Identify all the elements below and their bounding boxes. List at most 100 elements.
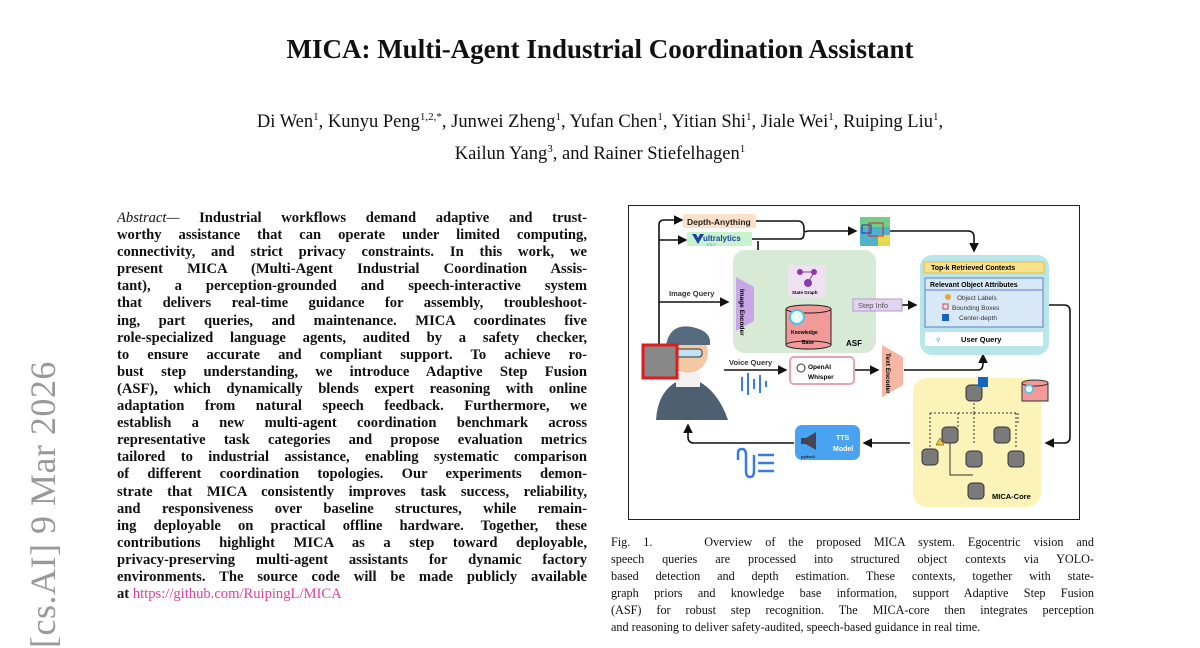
image-encoder-block — [736, 277, 754, 331]
asf-panel — [733, 250, 876, 353]
and-word: and — [562, 144, 589, 165]
search-icon: ⚲ — [936, 337, 940, 344]
author-line-1: Di Wen1, Kunyu Peng1,2,*, Junwei Zheng1,… — [256, 111, 944, 133]
openai-label: OpenAI — [808, 364, 831, 371]
author: Kunyu Peng — [327, 112, 420, 133]
abstract-line: present MICA (Multi-Agent Industrial Coo… — [117, 261, 587, 278]
author-line-2: Kailun Yang3, and Rainer Stiefelhagen1 — [454, 143, 746, 165]
affiliation: 1 — [313, 111, 319, 123]
abstract-line: worthy assistance that can operate under… — [117, 227, 587, 244]
caption-line: Fig. 1. Overview of the proposed MICA sy… — [611, 534, 1094, 551]
topk-label: Top-k Retrieved Contexts — [931, 265, 1015, 272]
bbox-icon — [942, 303, 949, 310]
speaker-icon — [801, 432, 816, 450]
abstract-line: to ensure accurate and compliant support… — [117, 346, 587, 363]
tts-box — [795, 425, 860, 460]
abstract-line: tant), a perception-grounded and speech-… — [117, 278, 587, 295]
voice-wave-icon — [741, 373, 767, 395]
abstract: Abstract— Industrial workflows demand ad… — [117, 210, 587, 603]
center-depth: Center-depth — [959, 315, 997, 322]
voice-query-label: Voice Query — [729, 358, 773, 367]
abstract-line: privacy-preserving multi-agent assistant… — [117, 551, 587, 568]
figure-1: Depth-Anything ultralytics YOLO ASF Imag… — [628, 205, 1080, 520]
figure-label: Fig. 1. — [611, 535, 653, 549]
agent-robot-icons — [921, 384, 1025, 500]
abstract-line: Abstract— Industrial workflows demand ad… — [117, 210, 587, 227]
object-labels: Object Labels — [957, 295, 997, 302]
abstract-line: (ASF), which dynamically blends expert r… — [117, 380, 587, 397]
graph-icon — [797, 269, 817, 287]
knowledge-label: Knowledge — [791, 330, 818, 336]
caption-line: speech queries are processed into struct… — [611, 552, 1094, 567]
tts-label: TTS — [836, 435, 850, 442]
magnifier-icon — [789, 309, 805, 325]
author: Ruiping Liu — [843, 112, 933, 133]
affiliation: 1 — [739, 143, 746, 156]
audio-output-wave-icon — [736, 447, 774, 479]
bounding-boxes: Bounding Boxes — [952, 305, 1000, 312]
state-graph-label: State Graph — [792, 290, 818, 295]
user-query-label: User Query — [961, 335, 1002, 344]
whisper-box — [789, 356, 855, 385]
abstract-line: role-specialized language agents, audite… — [117, 329, 587, 346]
image-query-label: Image Query — [669, 289, 715, 298]
depth-map-image — [860, 217, 890, 246]
caption-line: and reasoning to deliver safety-audited,… — [611, 620, 981, 635]
author: Junwei Zheng — [451, 112, 556, 133]
step-info-label: Step Info — [858, 301, 888, 310]
topk-header — [923, 261, 1045, 274]
figure-caption: Fig. 1. Overview of the proposed MICA sy… — [611, 534, 1094, 637]
coordinator-badge-icon — [978, 377, 988, 387]
caption-text: Overview of the proposed MICA system. Eg… — [704, 535, 1094, 549]
egocentric-image-frame — [641, 343, 679, 380]
tag-icon — [945, 294, 951, 300]
abstract-line: that delivers real-time guidance for ass… — [117, 295, 587, 312]
affiliation: 1 — [555, 111, 561, 123]
abstract-line: representative task categories and propo… — [117, 432, 587, 449]
caption-line: (ASF) for robust step recognition. The M… — [611, 603, 1094, 618]
warning-icon — [935, 437, 945, 446]
link-prefix: at — [117, 586, 130, 603]
openai-logo-icon — [796, 363, 806, 373]
author: Yufan Chen — [569, 112, 658, 133]
affiliation: 1 — [932, 111, 939, 123]
abstract-text: Industrial workflows demand adaptive and… — [199, 210, 587, 226]
agent-tree — [929, 403, 1019, 476]
text-encoder-label: Text Encoder — [884, 353, 891, 394]
abstract-line: contributions highlight MICA as a step t… — [117, 534, 587, 551]
pyttsx3-label: pyttsx3 — [801, 454, 816, 459]
affiliation: 3 — [547, 143, 553, 156]
image-encoder-label: Image Encoder — [738, 289, 745, 336]
asf-label: ASF — [846, 339, 862, 348]
ultralytics-logo-icon — [692, 234, 704, 244]
abstract-line: adaptation from natural speech feedback.… — [117, 398, 587, 415]
affiliation: 1 — [657, 111, 663, 123]
database-icon — [1021, 379, 1049, 402]
ultralytics-box — [687, 232, 752, 246]
mica-core-panel — [913, 378, 1041, 507]
base-label: Base — [802, 340, 814, 346]
step-info-box — [852, 298, 903, 312]
depth-anything-box — [683, 214, 756, 228]
paper-title: MICA: Multi-Agent Industrial Coordinatio… — [286, 34, 914, 64]
caption-line: graph priors and knowledge base informat… — [611, 586, 1094, 601]
affiliation: 1 — [746, 111, 752, 123]
abstract-line: establish a new multi-agent coordination… — [117, 415, 587, 432]
abstract-label: Abstract— — [117, 210, 180, 226]
system-diagram: Depth-Anything ultralytics YOLO ASF Imag… — [628, 205, 1080, 520]
yolo-label: YOLO — [706, 243, 716, 247]
mica-core-label: MICA-Core — [992, 492, 1031, 501]
abstract-line: and responsiveness over baseline structu… — [117, 500, 587, 517]
arxiv-stamp: [cs.AI] 9 Mar 2026 — [23, 361, 63, 648]
worker-avatar — [656, 326, 728, 420]
abstract-line: of different coordination topologies. Ou… — [117, 466, 587, 483]
user-query-box — [925, 332, 1043, 346]
abstract-link-line: at https://github.com/RuipingL/MICA — [117, 586, 587, 603]
abstract-line: strate that MICA consistently improves t… — [117, 483, 587, 500]
abstract-line: environments. The source code will be ma… — [117, 568, 587, 585]
ultralytics-label: ultralytics — [703, 234, 741, 243]
author: Jiale Wei — [760, 112, 829, 133]
author: Kailun Yang — [454, 144, 548, 165]
author-list: Di Wen1, Kunyu Peng1,2,*, Junwei Zheng1,… — [0, 104, 1200, 168]
source-code-link[interactable]: https://github.com/RuipingL/MICA — [132, 586, 342, 603]
